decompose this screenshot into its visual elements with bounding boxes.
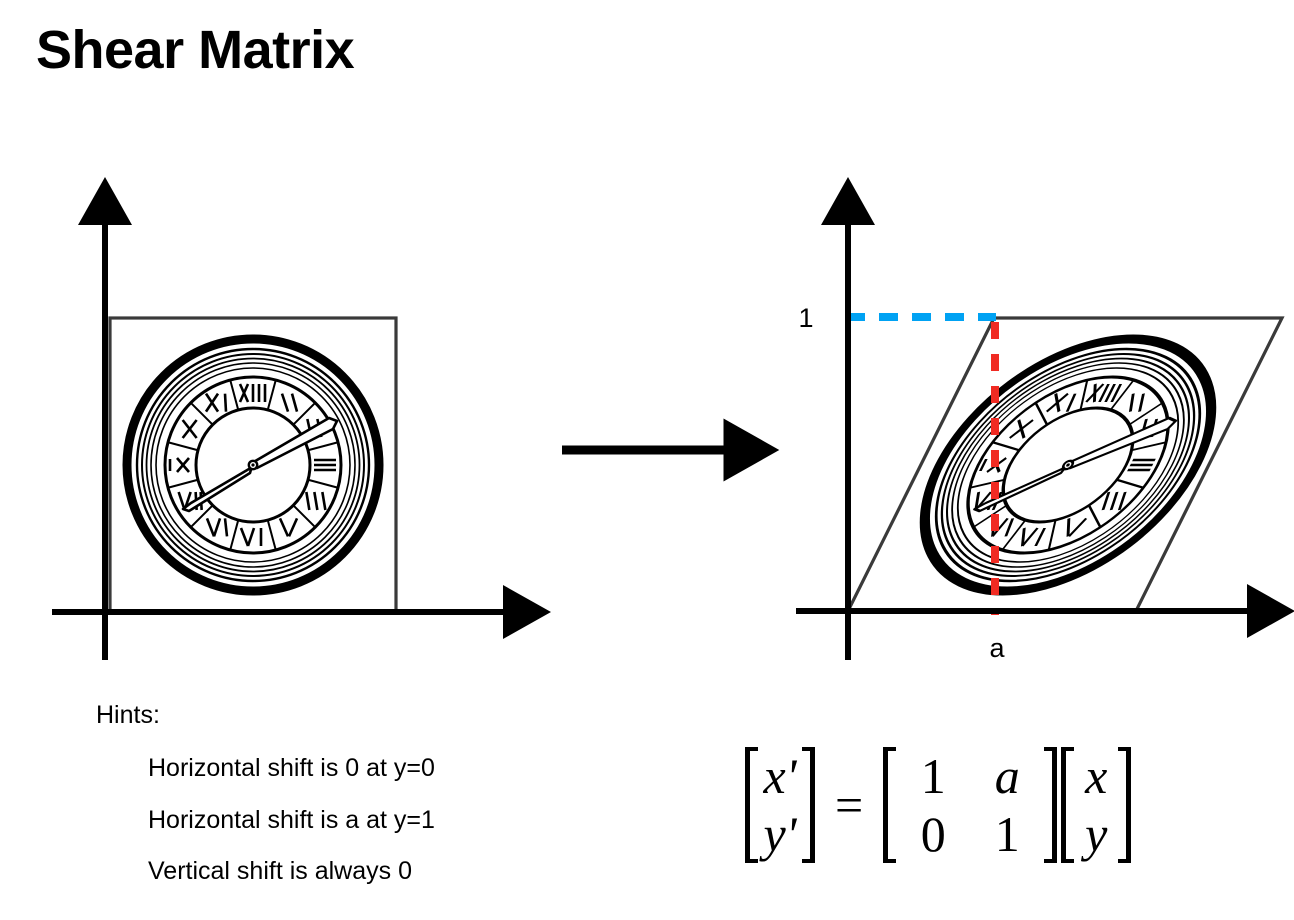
equals-sign: = [835,777,864,833]
clock-original [127,339,379,591]
shear-matrix-equation: x' y' = 1 a 0 1 [745,735,1175,875]
matrix-cell: 1 [994,806,1020,862]
right-figure-group: 1 a [796,177,1294,663]
output-vector-cell: x' [763,748,797,804]
bracket-right-icon [1044,747,1058,863]
matrix-cell: a [994,748,1020,804]
matrix-cell: 1 [920,748,946,804]
hint-item: Vertical shift is always 0 [148,857,412,885]
x-tick-label-a: a [989,633,1005,663]
input-vector-cell: x [1085,748,1108,804]
output-vector-cell: y' [763,806,797,862]
hints-heading: Hints: [96,701,160,729]
hint-item: Horizontal shift is 0 at y=0 [148,754,435,782]
bracket-left-icon [883,747,897,863]
bracket-right-icon [802,747,815,863]
clock-sheared [876,339,1259,591]
bracket-left-icon [1061,747,1075,863]
bracket-left-icon [745,747,758,863]
input-vector: x y [1061,735,1132,875]
output-vector: x' y' [745,735,815,875]
bracket-right-icon [1118,747,1132,863]
page-title: Shear Matrix [36,20,355,80]
y-tick-label-1: 1 [798,303,813,333]
left-figure-group [52,177,551,660]
hint-item: Horizontal shift is a at y=1 [148,805,435,834]
matrix-cell: 0 [920,806,946,862]
shear-matrix: 1 a 0 1 [883,735,1058,875]
input-vector-cell: y [1085,806,1108,862]
hints-block: Hints: Horizontal shift is 0 at y=0 Hori… [96,700,616,907]
